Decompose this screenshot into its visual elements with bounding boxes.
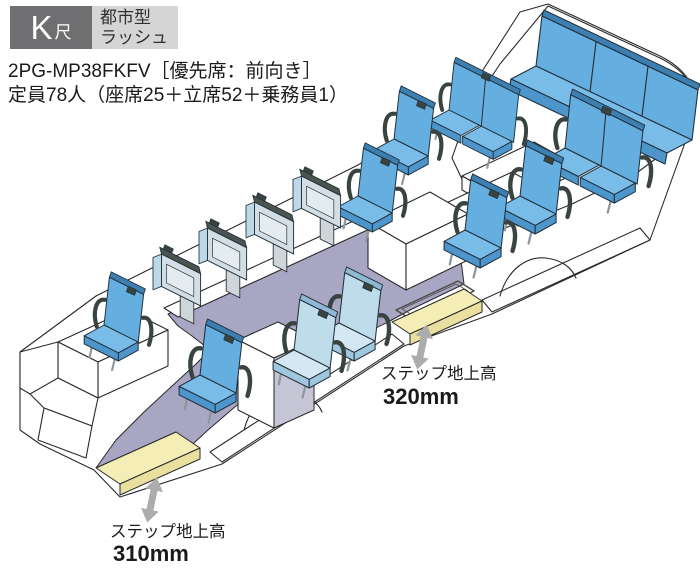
category-tag: 都市型 ラッシュ — [92, 6, 178, 49]
size-class-unit: 尺 — [54, 23, 72, 42]
model-and-capacity: 2PG-MP38FKFV［優先席：前向き］ 定員78人（座席25＋立席52＋乗務… — [8, 60, 348, 108]
front-door-step — [95, 431, 201, 496]
rear-skirt-and-wheel-arch — [481, 227, 651, 313]
category-line1: 都市型 — [100, 7, 151, 27]
size-class-tag: K 尺 — [10, 6, 92, 49]
middle-step-height-value: 320mm — [383, 384, 459, 409]
front-step-label: ステップ地上高 — [110, 522, 226, 541]
middle-door-platform — [367, 191, 469, 291]
model-code-text: 2PG-MP38FKFV［優先席：前向き］ — [8, 61, 322, 82]
capacity-text: 定員78人（座席25＋立席52＋乗務員1） — [8, 85, 348, 106]
category-line2: ラッシュ — [100, 27, 168, 47]
middle-step-label: ステップ地上高 — [381, 364, 497, 383]
size-class-letter: K — [30, 9, 53, 46]
front-step-height-value: 310mm — [113, 541, 189, 566]
